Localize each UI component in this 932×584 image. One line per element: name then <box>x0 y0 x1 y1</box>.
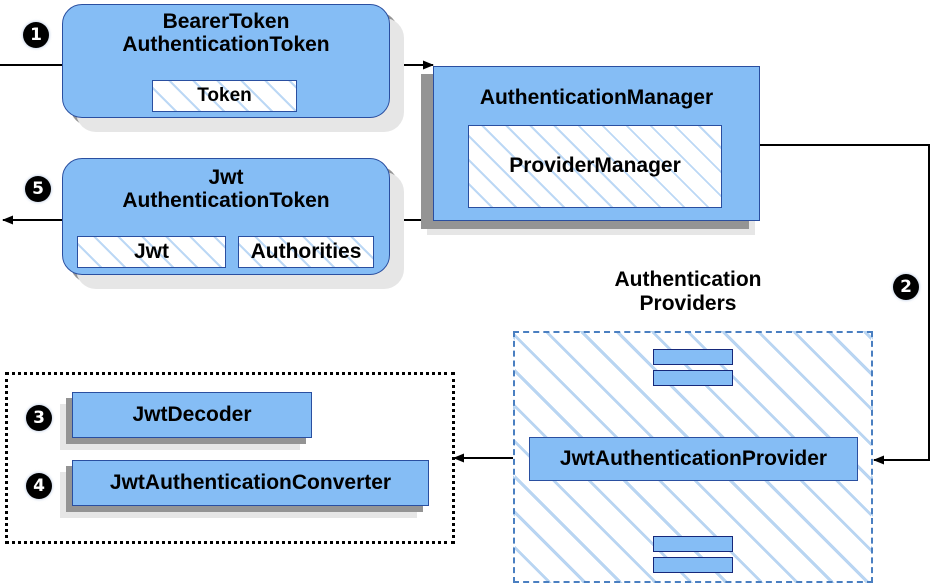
provider-manager-label: ProviderManager <box>509 154 681 178</box>
arrow-manager-to-provider <box>760 144 930 465</box>
jwt-provider-label: JwtAuthenticationProvider <box>559 446 828 470</box>
jwt-converter-label: JwtAuthenticationConverter <box>109 470 392 494</box>
node-jwt-authentication-token[interactable]: Jwt AuthenticationToken <box>62 158 390 275</box>
provider-stub-top-2 <box>653 370 733 386</box>
authentication-providers-label: Authentication Providers <box>563 268 813 315</box>
step-marker-2: 2 <box>893 274 919 300</box>
step-marker-1: 1 <box>23 22 49 48</box>
token-inner-label: Token <box>197 84 252 106</box>
step-marker-4: 4 <box>26 473 52 499</box>
node-authorities-inner[interactable]: Authorities <box>238 236 374 268</box>
node-jwt-inner[interactable]: Jwt <box>77 236 226 268</box>
providers-label-line1: Authentication <box>614 268 762 291</box>
bearer-token-line2: AuthenticationToken <box>122 32 330 56</box>
authorities-inner-label: Authorities <box>250 239 362 263</box>
node-provider-manager-inner[interactable]: ProviderManager <box>468 125 722 208</box>
jwt-token-line2: AuthenticationToken <box>122 188 330 212</box>
step-marker-5: 5 <box>25 176 51 202</box>
node-jwt-authentication-provider[interactable]: JwtAuthenticationProvider <box>529 437 858 481</box>
step-marker-3: 3 <box>26 405 52 431</box>
jwt-inner-label: Jwt <box>133 239 169 263</box>
jwt-token-line1: Jwt <box>208 166 244 189</box>
provider-stub-bottom-2 <box>653 557 733 573</box>
node-jwt-decoder[interactable]: JwtDecoder <box>72 392 312 438</box>
provider-stub-bottom-1 <box>653 536 733 552</box>
providers-label-line2: Providers <box>639 291 737 315</box>
node-token-inner[interactable]: Token <box>152 80 297 112</box>
node-jwt-authentication-converter[interactable]: JwtAuthenticationConverter <box>72 460 429 506</box>
bearer-token-line1: BearerToken <box>162 10 290 33</box>
provider-stub-top-1 <box>653 349 733 365</box>
jwt-decoder-label: JwtDecoder <box>132 402 252 426</box>
auth-manager-title: AuthenticationManager <box>479 86 714 109</box>
